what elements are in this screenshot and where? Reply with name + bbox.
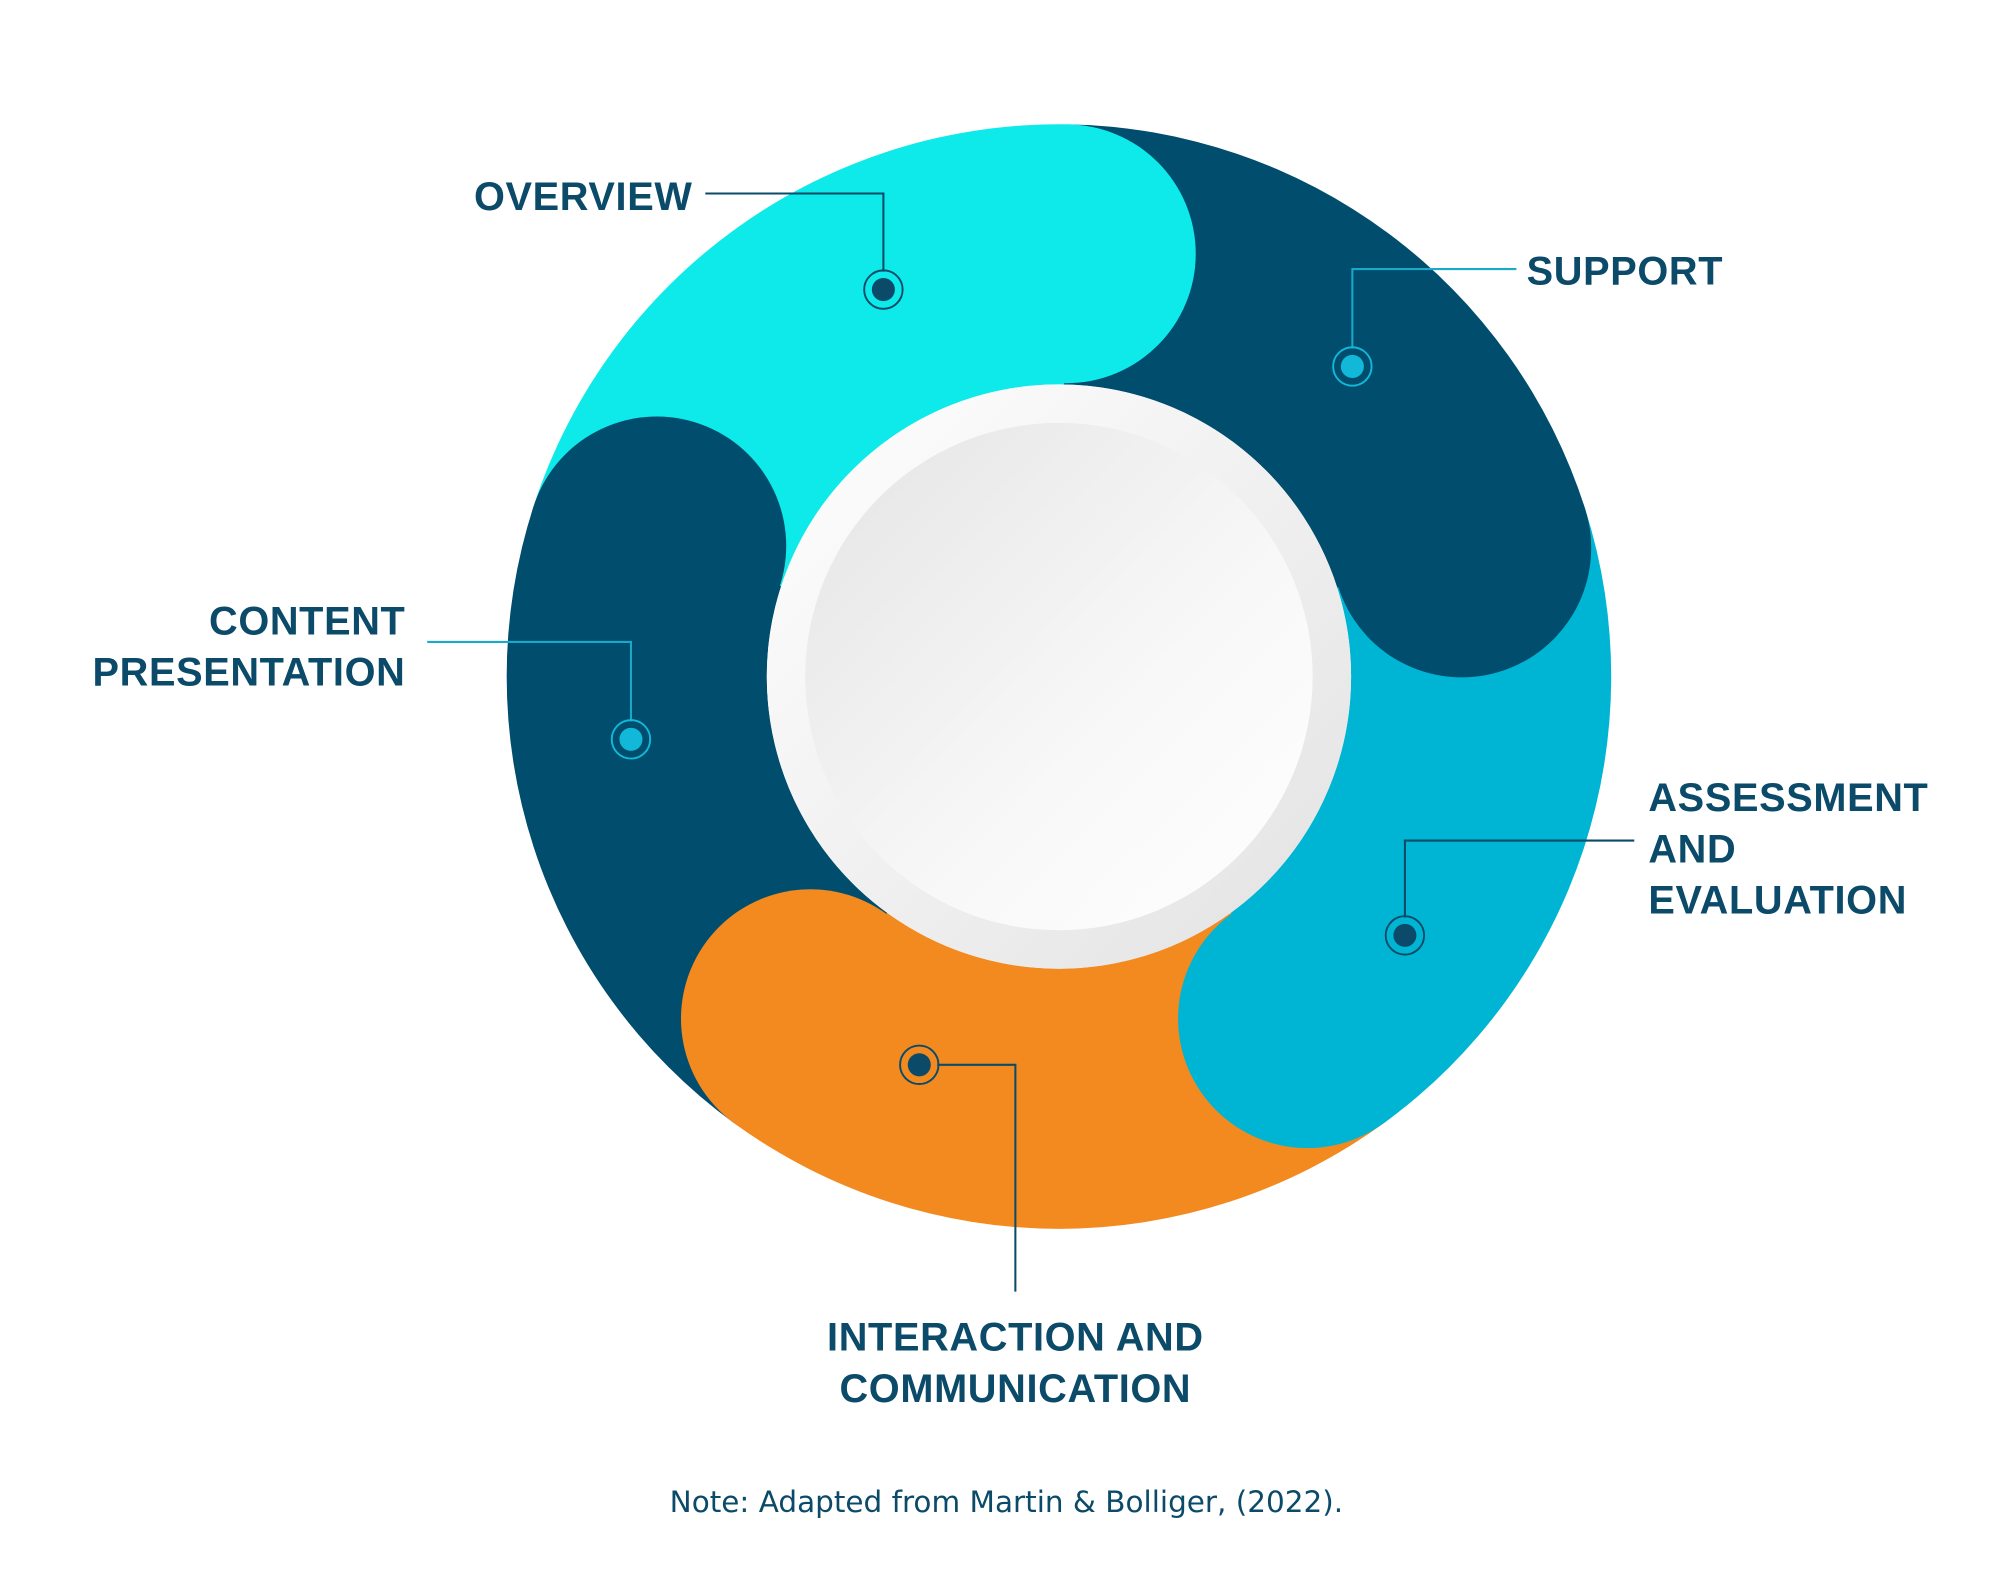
support-callout: SUPPORT <box>1332 249 1724 387</box>
overview-label: OVERVIEW <box>474 175 692 219</box>
assessment-label-line-3: EVALUATION <box>1648 879 1907 923</box>
support-marker-ring <box>1332 346 1373 387</box>
overview-marker-dot <box>871 278 895 302</box>
content-label-line-2: PRESENTATION <box>93 651 406 695</box>
assessment-leader-line <box>1403 839 1635 918</box>
content-leader-line <box>427 640 632 722</box>
assessment-label-line-2: AND <box>1648 827 1736 871</box>
interaction-callout: INTERACTION AND COMMUNICATION <box>827 1044 1204 1411</box>
assessment-marker-ring <box>1384 915 1426 956</box>
support-leader-line <box>1351 268 1517 349</box>
interaction-label-line-2: COMMUNICATION <box>839 1367 1191 1411</box>
content-marker-dot <box>619 727 643 751</box>
source-note: Note: Adapted from Martin & Bolliger, (2… <box>670 1485 1343 1519</box>
content-label-line-1: CONTENT <box>209 599 405 643</box>
assessment-label-line-1: ASSESSMENT <box>1648 776 1928 820</box>
interaction-marker-ring <box>899 1044 940 1085</box>
interaction-leader-line <box>937 1063 1017 1292</box>
center-face <box>805 422 1313 931</box>
interaction-marker-dot <box>907 1053 931 1077</box>
overview-callout: OVERVIEW <box>474 175 904 310</box>
content-marker-ring <box>610 719 652 760</box>
assessment-callout: ASSESSMENT AND EVALUATION <box>1384 776 1928 956</box>
overview-marker-ring <box>863 269 904 310</box>
support-label: SUPPORT <box>1527 249 1724 293</box>
content-callout: CONTENT PRESENTATION <box>93 599 652 760</box>
overview-leader-line <box>705 192 885 272</box>
interaction-label-line-1: INTERACTION AND <box>827 1316 1204 1360</box>
assessment-marker-dot <box>1393 923 1417 947</box>
support-marker-dot <box>1340 354 1364 378</box>
